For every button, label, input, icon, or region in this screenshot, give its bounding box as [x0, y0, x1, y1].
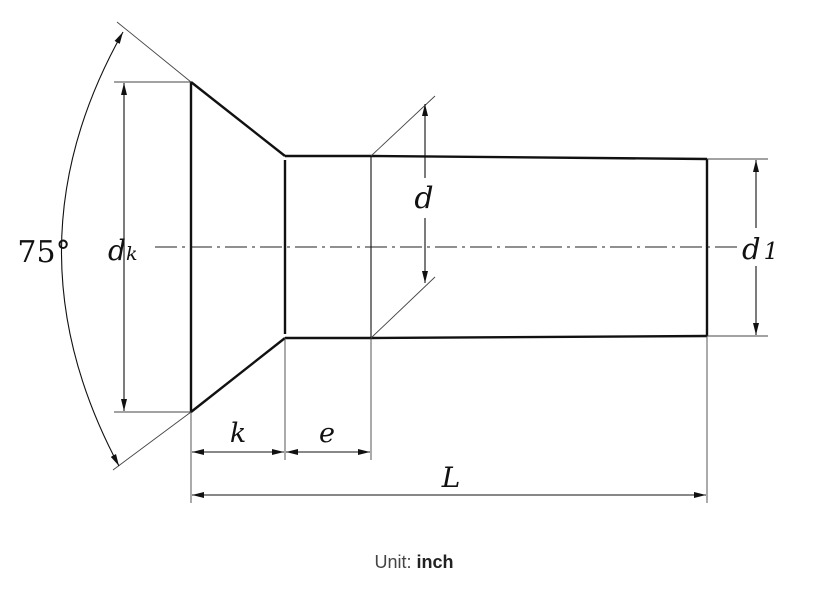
d-label: d: [414, 181, 433, 216]
l-label: L: [441, 461, 461, 494]
dk-label-main: d: [108, 234, 126, 267]
d1-label-main: d: [742, 232, 761, 266]
extension-lines: [112, 21, 768, 503]
angle-extension-top: [116, 21, 192, 83]
angle-label: 75°: [17, 235, 70, 270]
d1-label-backdrop: [740, 228, 780, 266]
d-leader-bottom: [370, 276, 436, 339]
head-taper-bottom: [190, 337, 286, 413]
dk-label-sub: k: [126, 243, 138, 265]
e-label: e: [319, 418, 335, 449]
unit-caption-label: Unit:: [374, 552, 412, 572]
unit-caption-value: inch: [416, 552, 454, 572]
head-taper-top: [190, 81, 286, 157]
dk-label: dk: [108, 234, 137, 267]
angle-dimension-arc: [60, 31, 124, 467]
body-bottom-edge: [370, 334, 708, 340]
dimension-lines: [60, 31, 759, 498]
body-top-edge: [370, 154, 708, 161]
angle-extension-bottom: [112, 411, 192, 471]
rivet-outline: [189, 81, 709, 413]
d-label-backdrop: [412, 178, 438, 218]
d1-label-sub: 1: [764, 239, 779, 265]
k-label: k: [230, 418, 246, 449]
unit-caption: Unit: inch: [0, 552, 828, 573]
